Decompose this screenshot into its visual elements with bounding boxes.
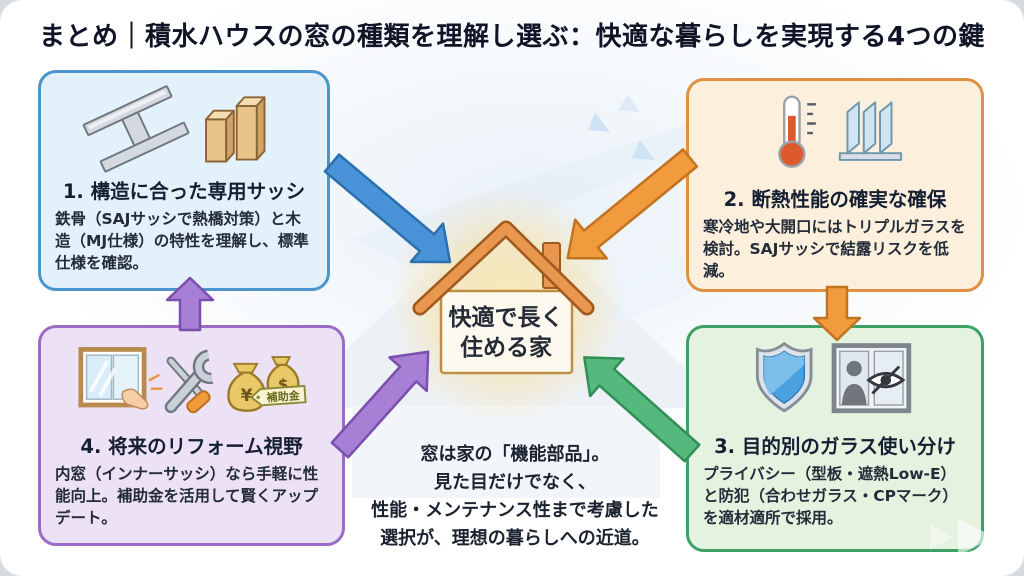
wood-posts-icon [205, 96, 266, 163]
card-structure-sash: 1. 構造に合った専用サッシ 鉄骨（SAJサッシで熱橋対策）と木造（MJ仕様）の… [38, 70, 330, 291]
privacy-window-icon [831, 343, 912, 414]
summary-text: 窓は家の「機能部品」。 見た目だけでなく、 性能・メンテナンス性まで考慮した 選… [322, 441, 708, 553]
inner-window-icon [77, 347, 163, 410]
card-future-reform: $ ¥ 補助金 4. 将来のリフォーム視野 内窓（インナーサッシ）なら手軽に性能… [38, 325, 345, 546]
box-body: 寒冷地や大開口にはトリプルガラスを検討。SAJサッシで結露リスクを低減。 [703, 218, 966, 280]
yen-symbol: ¥ [240, 386, 252, 406]
box-title: 3. 目的別のガラス使い分け [714, 435, 956, 458]
summary-line: 性能・メンテナンス性まで考慮した [371, 500, 659, 521]
box-body: 鉄骨（SAJサッシで熱橋対策）と木造（MJ仕様）の特性を理解し、標準仕様を確認。 [55, 210, 309, 272]
card-glass-by-purpose: 3. 目的別のガラス使い分け プライバシー（型板・遮熱Low-E）と防犯（合わせ… [686, 325, 984, 552]
thermometer-icon [778, 95, 816, 168]
summary-line: 窓は家の「機能部品」。 [420, 444, 610, 465]
house-label-line1: 快適で長く [448, 305, 564, 331]
house-label: 快適で長く 住める家 [426, 303, 586, 363]
insulation-icons [703, 89, 967, 181]
house-label-line2: 住める家 [460, 335, 552, 361]
summary-line: 見た目だけでなく、 [434, 472, 596, 493]
triple-glass-icon [838, 101, 903, 161]
steel-beam-icon [82, 85, 190, 173]
card-insulation: 2. 断熱性能の確実な確保 寒冷地や大開口にはトリプルガラスを検討。SAJサッシ… [686, 78, 984, 292]
money-bags-icon: $ ¥ 補助金 [226, 356, 307, 412]
box-title: 1. 構造に合った専用サッシ [62, 180, 306, 203]
subsidy-tag-label: 補助金 [265, 388, 301, 404]
box-body: プライバシー（型板・遮熱Low-E）と防犯（合わせガラス・CPマーク）を適材適所… [703, 465, 958, 527]
box-body: 内窓（インナーサッシ）なら手軽に性能向上。補助金を活用して賢くアップデート。 [55, 465, 319, 527]
eye-slash-icon [866, 365, 906, 395]
tools-icon [164, 349, 213, 414]
box-title: 4. 将来のリフォーム視野 [80, 435, 303, 458]
shield-icon [755, 341, 813, 413]
glass-icons [703, 336, 967, 428]
box-title: 2. 断熱性能の確実な確保 [723, 188, 947, 211]
page-title: まとめ｜積水ハウスの窓の種類を理解し選ぶ：快適な暮らしを実現する4つの鍵 [38, 22, 986, 52]
reform-icons: $ ¥ 補助金 [55, 336, 328, 428]
summary-line: 選択が、理想の暮らしへの近道。 [380, 528, 650, 549]
dollar-symbol: $ [277, 376, 288, 394]
structure-icons [55, 81, 313, 173]
